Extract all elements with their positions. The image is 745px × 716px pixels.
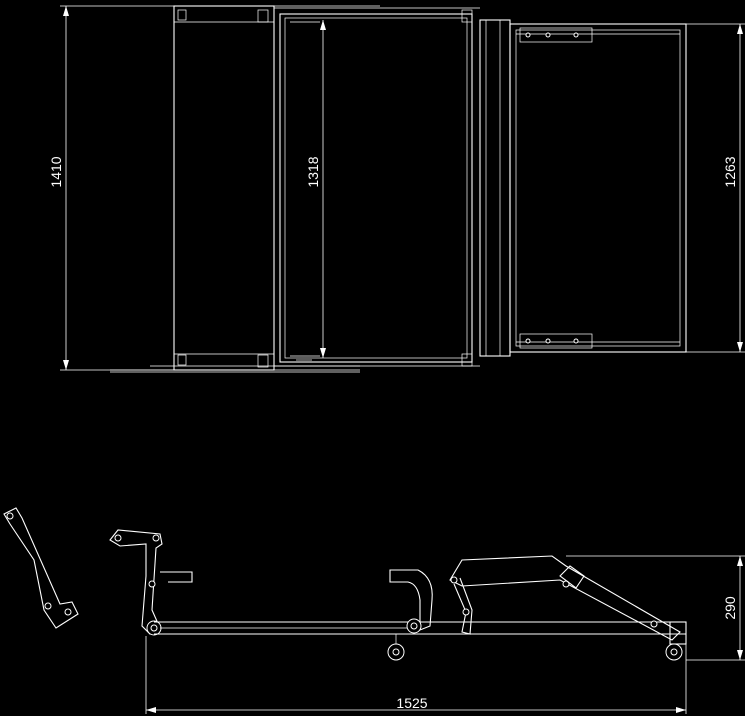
left-leg-assembly [109,529,193,636]
right-caster [665,621,687,661]
left-frame [110,5,360,373]
dimension-290: 290 [566,555,745,661]
right-frame [479,19,687,357]
top-view: 1410 [48,5,745,373]
middle-frame [274,7,480,367]
detached-leg [3,507,79,629]
right-linkage [449,555,681,641]
dimension-label-290: 290 [722,596,738,620]
side-view: 290 1525 [3,507,745,714]
dimension-label-1525: 1525 [396,695,427,711]
dimension-1525: 1525 [145,636,687,714]
dimension-1318: 1318 [305,20,326,358]
middle-hook [387,569,433,661]
dimension-label-1318: 1318 [305,156,321,187]
dimension-label-1410: 1410 [48,156,64,187]
dimension-1410: 1410 [48,5,380,371]
dimension-1263: 1263 [686,23,745,353]
dimension-label-1263: 1263 [722,156,738,187]
